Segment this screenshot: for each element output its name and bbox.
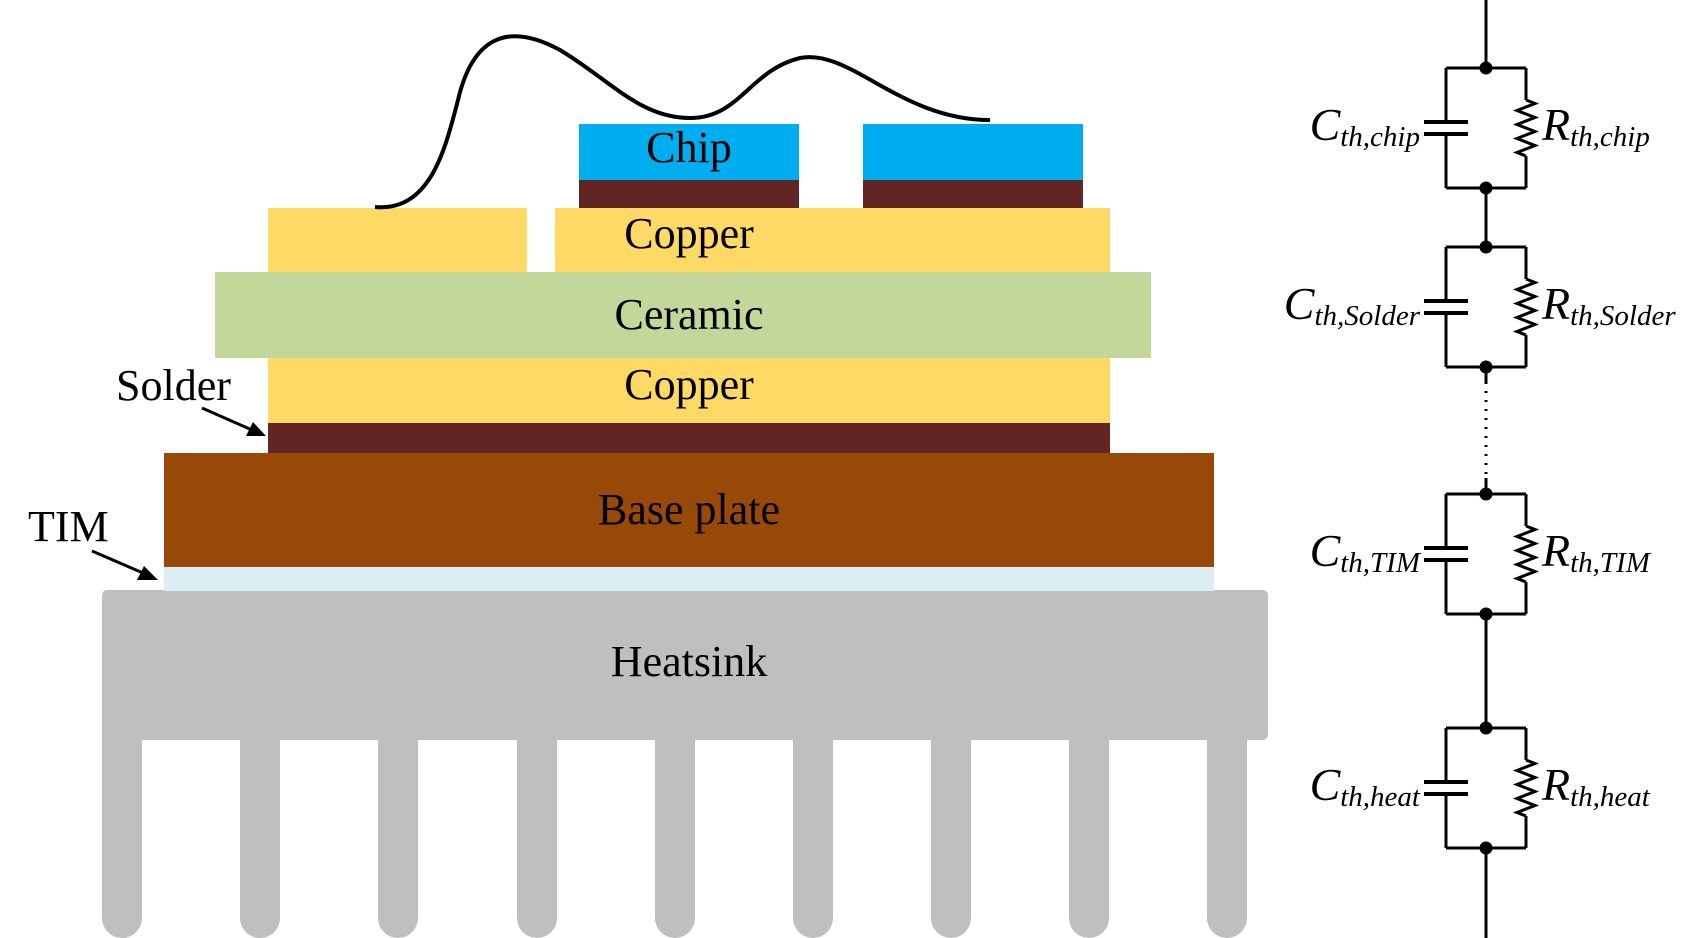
heatsink-fin — [102, 735, 142, 938]
chip-right — [863, 124, 1083, 180]
copper-bottom-label: Copper — [624, 360, 754, 409]
heatsink-label: Heatsink — [611, 637, 767, 686]
heatsink-fin — [1069, 735, 1109, 938]
tim-callout-arrowhead — [137, 566, 158, 580]
heatsink-fin — [655, 735, 695, 938]
capacitance-label: Cth,heat — [1310, 759, 1421, 813]
base-plate-label: Base plate — [598, 485, 780, 534]
resistance-label: Rth,chip — [1541, 99, 1650, 153]
resistance-label: Rth,heat — [1541, 759, 1651, 813]
resistance-label: Rth,Solder — [1541, 278, 1676, 332]
heatsink — [102, 590, 1268, 938]
copper-layer-bottom — [268, 358, 1110, 423]
copper-pad-left — [268, 208, 527, 272]
chip-solder-right — [863, 180, 1083, 208]
solder-callout-arrow-shaft — [201, 406, 253, 432]
heatsink-fin — [931, 735, 971, 938]
tim-layer — [164, 567, 1214, 591]
junction-node — [1479, 240, 1493, 254]
heatsink-fin — [1207, 735, 1247, 938]
copper-top-label: Copper — [624, 209, 754, 258]
tim-callout-arrow-shaft — [91, 549, 144, 575]
junction-node — [1479, 607, 1493, 621]
chip-solder-left — [579, 180, 799, 208]
capacitance-label: Cth,chip — [1310, 99, 1420, 153]
junction-node — [1479, 487, 1493, 501]
resistor-zigzag — [1512, 277, 1540, 337]
solder-callout-arrowhead — [246, 422, 266, 436]
junction-node — [1479, 360, 1493, 374]
module-cross-section: Chip Copper Ceramic Copper Base plate He… — [28, 34, 1268, 938]
heatsink-fin — [378, 735, 418, 938]
heatsink-fin — [793, 735, 833, 938]
capacitance-label: Cth,Solder — [1284, 278, 1421, 332]
solder-layer-bottom — [268, 423, 1110, 453]
resistor-zigzag — [1512, 98, 1540, 158]
junction-node — [1479, 721, 1493, 735]
copper-pad-right — [555, 208, 1110, 272]
resistor-zigzag — [1512, 758, 1540, 818]
heatsink-body — [102, 590, 1268, 740]
junction-node — [1479, 181, 1493, 195]
ceramic-label: Ceramic — [614, 290, 763, 339]
bond-wire — [374, 34, 991, 210]
junction-node — [1479, 841, 1493, 855]
heatsink-fin — [517, 735, 557, 938]
heatsink-fin — [240, 735, 280, 938]
chip-label: Chip — [646, 123, 732, 172]
base-plate — [164, 453, 1214, 567]
solder-callout-label: Solder — [116, 361, 231, 410]
junction-node — [1479, 61, 1493, 75]
capacitance-label: Cth,TIM — [1310, 525, 1422, 579]
resistance-label: Rth,TIM — [1541, 525, 1652, 579]
tim-callout-label: TIM — [28, 502, 109, 551]
resistor-zigzag — [1512, 524, 1540, 584]
chip-left — [579, 124, 799, 180]
ceramic-layer — [215, 272, 1151, 358]
